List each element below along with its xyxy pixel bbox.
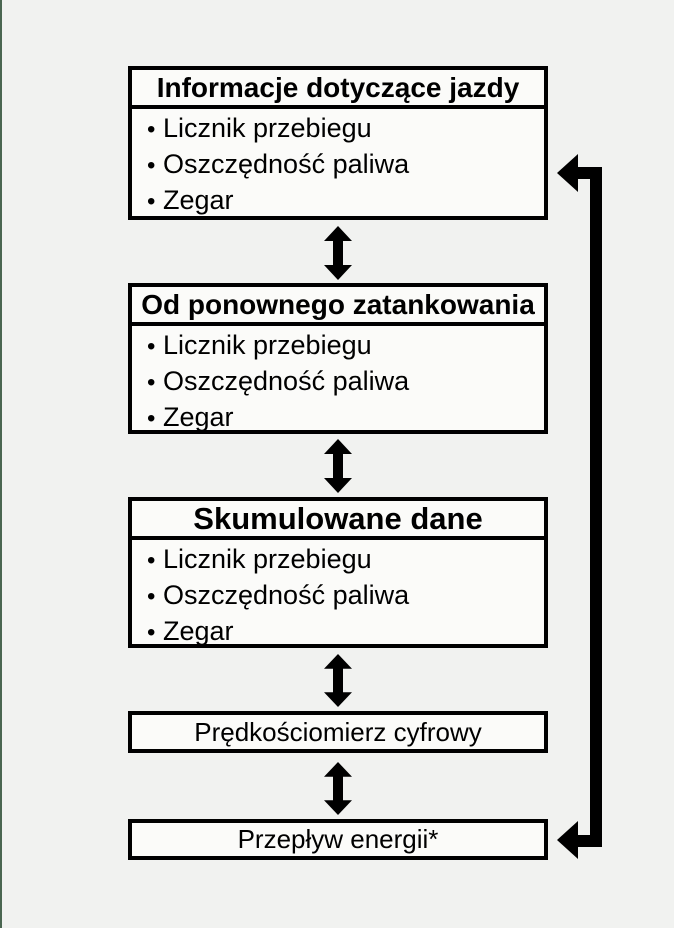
- menu-item-label: Licznik przebiegu: [163, 544, 372, 574]
- menu-item-label: Oszczędność paliwa: [163, 366, 410, 396]
- menu-item-label: Oszczędność paliwa: [163, 580, 410, 610]
- menu-item: • Oszczędność paliwa: [147, 147, 544, 183]
- menu-item-label: Zegar: [163, 402, 234, 432]
- page-left-edge-line: [0, 0, 2, 928]
- cycle-return-arrow-icon: [550, 148, 612, 863]
- menu-item: • Zegar: [147, 183, 544, 219]
- bullet-icon: •: [147, 333, 156, 360]
- menu-box-title: Informacje dotyczące jazdy: [132, 70, 544, 109]
- menu-item-list: • Licznik przebiegu • Oszczędność paliwa…: [132, 540, 544, 650]
- menu-box-digital-speedometer: Prędkościomierz cyfrowy: [128, 711, 548, 753]
- menu-item-list: • Licznik przebiegu • Oszczędność paliwa…: [132, 109, 544, 219]
- menu-box-title: Od ponownego zatankowania: [132, 287, 544, 326]
- menu-box-since-refueling: Od ponownego zatankowania • Licznik prze…: [128, 283, 548, 434]
- menu-item: • Licznik przebiegu: [147, 111, 544, 147]
- menu-item: • Zegar: [147, 614, 544, 650]
- bullet-icon: •: [147, 583, 156, 610]
- menu-box-title: Przepływ energii*: [237, 824, 439, 854]
- menu-box-title: Skumulowane dane: [132, 501, 544, 540]
- menu-item-label: Licznik przebiegu: [163, 113, 372, 143]
- menu-item-label: Oszczędność paliwa: [163, 149, 410, 179]
- bullet-icon: •: [147, 188, 156, 215]
- vertical-double-arrow-icon: [324, 654, 352, 707]
- menu-box-energy-flow: Przepływ energii*: [128, 819, 548, 860]
- menu-item-label: Licznik przebiegu: [163, 330, 372, 360]
- menu-box-driving-information: Informacje dotyczące jazdy • Licznik prz…: [128, 66, 548, 220]
- menu-item: • Licznik przebiegu: [147, 542, 544, 578]
- menu-item: • Licznik przebiegu: [147, 328, 544, 364]
- bullet-icon: •: [147, 152, 156, 179]
- bullet-icon: •: [147, 369, 156, 396]
- bullet-icon: •: [147, 619, 156, 646]
- menu-box-title: Prędkościomierz cyfrowy: [194, 716, 482, 747]
- vertical-double-arrow-icon: [324, 226, 352, 280]
- bullet-icon: •: [147, 405, 156, 432]
- vertical-double-arrow-icon: [324, 439, 352, 493]
- menu-item: • Oszczędność paliwa: [147, 578, 544, 614]
- menu-item-label: Zegar: [163, 185, 234, 215]
- menu-item: • Zegar: [147, 400, 544, 436]
- menu-item-list: • Licznik przebiegu • Oszczędność paliwa…: [132, 326, 544, 436]
- vertical-double-arrow-icon: [324, 762, 352, 815]
- menu-item: • Oszczędność paliwa: [147, 364, 544, 400]
- bullet-icon: •: [147, 547, 156, 574]
- bullet-icon: •: [147, 116, 156, 143]
- menu-item-label: Zegar: [163, 616, 234, 646]
- menu-box-accumulated-data: Skumulowane dane • Licznik przebiegu • O…: [128, 497, 548, 648]
